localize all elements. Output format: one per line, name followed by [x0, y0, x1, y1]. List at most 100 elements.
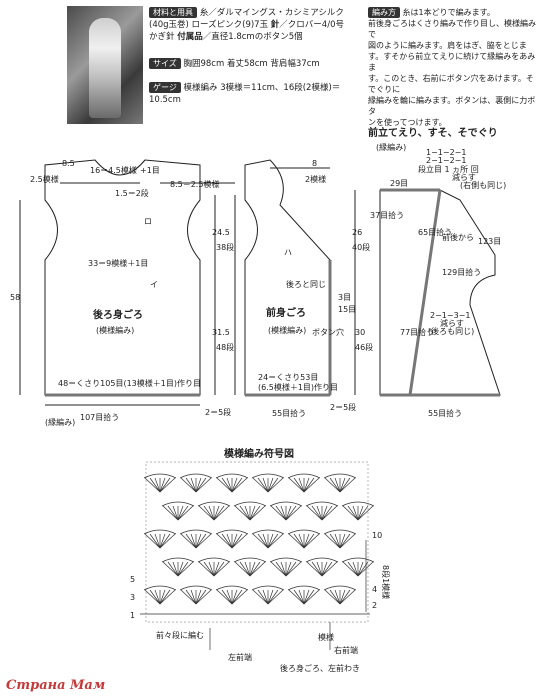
- back-body-outline: [44, 159, 201, 396]
- front-label-10: 46段: [355, 342, 373, 352]
- fan-stitch: [339, 589, 346, 605]
- back-label-9: 58: [10, 293, 20, 302]
- chain-arc: [215, 473, 249, 479]
- pattern-label-1: 8段1模様: [381, 565, 391, 599]
- border-label-14: 77目拾う: [400, 327, 434, 337]
- fan-stitch: [231, 533, 243, 549]
- fan-stitch: [231, 477, 248, 493]
- border-label-5: 29目: [390, 179, 408, 188]
- product-photo: [67, 6, 143, 124]
- fan-stitch: [285, 561, 302, 577]
- back-label-2: 16＝4.5模様: [90, 165, 137, 175]
- chain-arc: [161, 501, 195, 507]
- chain-arc: [269, 557, 303, 563]
- fan-stitch: [352, 505, 359, 521]
- fan-stitch: [275, 561, 287, 577]
- fan-stitch: [329, 533, 341, 549]
- fan-stitch: [231, 589, 243, 605]
- back-label-10: 2＝5段: [205, 407, 231, 417]
- fan-stitch: [357, 505, 374, 521]
- fan-stitch: [185, 477, 197, 493]
- front-label-18: 15目: [338, 305, 356, 314]
- fan-stitch: [239, 505, 251, 521]
- size-text: 胸囲98cm 着丈58cm 背肩幅37cm: [183, 59, 320, 69]
- fan-stitch: [159, 533, 166, 549]
- fan-stitch: [339, 589, 356, 605]
- pattern-label-8: 模様: [318, 632, 334, 642]
- front-label-5: 31.5: [212, 328, 230, 337]
- chain-arc: [215, 529, 249, 535]
- fan-stitch: [234, 561, 251, 577]
- fan-stitch: [162, 561, 179, 577]
- fan-stitch: [357, 505, 369, 521]
- fan-stitch: [213, 505, 220, 521]
- fan-stitch: [293, 589, 305, 605]
- method-line-6: ンを使ってつけます。: [368, 118, 447, 127]
- fan-stitch: [180, 589, 197, 605]
- back-label-5: 33＝9模様＋1目: [88, 258, 148, 268]
- front-label-9: 30: [355, 328, 365, 337]
- fan-stitch: [270, 561, 287, 577]
- gauge-text: 模様編み 3模様＝11cm、16段(2模様)＝10.5cm: [149, 83, 341, 105]
- fan-stitch: [162, 505, 179, 521]
- chain-arc: [305, 557, 339, 563]
- fan-stitch: [306, 561, 323, 577]
- fan-stitch: [339, 477, 351, 493]
- back-title: 後ろ身ごろ: [93, 308, 143, 321]
- fan-stitch: [195, 533, 202, 549]
- front-label-7: 26: [352, 228, 362, 237]
- back-label-6: 48＝くさり105目(13模様＋1目)作り目: [58, 378, 201, 388]
- pattern-label-11: 後ろ身ごろ、左前わき: [280, 663, 360, 673]
- border-label-3: 減らす: [452, 172, 476, 182]
- fan-stitch: [203, 561, 215, 577]
- materials-needle: ／クロバー4/0号かぎ針: [149, 20, 344, 42]
- fan-stitch: [293, 477, 305, 493]
- fan-stitch: [267, 589, 284, 605]
- chain-arc: [323, 585, 357, 591]
- fan-stitch: [177, 505, 194, 521]
- fan-stitch: [180, 533, 197, 549]
- border-label-1: 2−1−2−1: [426, 156, 466, 165]
- front-label-13: 24＝くさり53目: [258, 373, 318, 382]
- fan-stitch: [347, 505, 359, 521]
- back-label-4: 1.5＝2段: [115, 188, 149, 198]
- fan-stitch: [267, 477, 274, 493]
- fan-stitch: [177, 505, 184, 521]
- fan-stitch: [334, 589, 341, 605]
- front-label-15: 55目拾う: [272, 408, 306, 418]
- fan-stitch: [195, 589, 207, 605]
- chain-arc: [161, 557, 195, 563]
- fan-stitch: [267, 533, 284, 549]
- front-label-4: 38段: [216, 242, 234, 252]
- fan-stitch: [288, 589, 305, 605]
- fan-stitch: [226, 589, 233, 605]
- fan-stitch: [267, 533, 279, 549]
- fan-stitch: [159, 589, 176, 605]
- pattern-label-5: 2: [372, 601, 377, 610]
- fan-stitch: [167, 505, 179, 521]
- back-label-1: 2.5模様: [30, 174, 59, 184]
- pattern-label-0: 10: [372, 531, 382, 540]
- border-label-7: 65目拾う: [418, 227, 452, 237]
- fan-stitch: [159, 477, 176, 493]
- fan-stitch: [311, 561, 323, 577]
- fan-stitch: [226, 533, 233, 549]
- method-line-5: 縁編みを輪に編みます。ボタンは、裏側に力ボタ: [368, 96, 536, 116]
- border-label-6: 37目拾う: [370, 210, 404, 220]
- fan-stitch: [262, 589, 269, 605]
- fan-stitch: [324, 533, 341, 549]
- fan-stitch: [352, 561, 359, 577]
- border-label-10: 129目拾う: [442, 267, 481, 277]
- fan-stitch: [231, 589, 238, 605]
- front-label-14: (6.5模様＋1目)作り目: [258, 382, 338, 392]
- fan-stitch: [195, 533, 212, 549]
- fan-stitch: [257, 477, 269, 493]
- fan-stitch: [231, 589, 248, 605]
- fan-stitch: [321, 505, 328, 521]
- chain-arc: [251, 473, 285, 479]
- fan-stitch: [298, 533, 305, 549]
- fan-stitch: [203, 505, 215, 521]
- fan-stitch: [267, 589, 274, 605]
- pattern-label-7: 前々段に編む: [156, 630, 204, 640]
